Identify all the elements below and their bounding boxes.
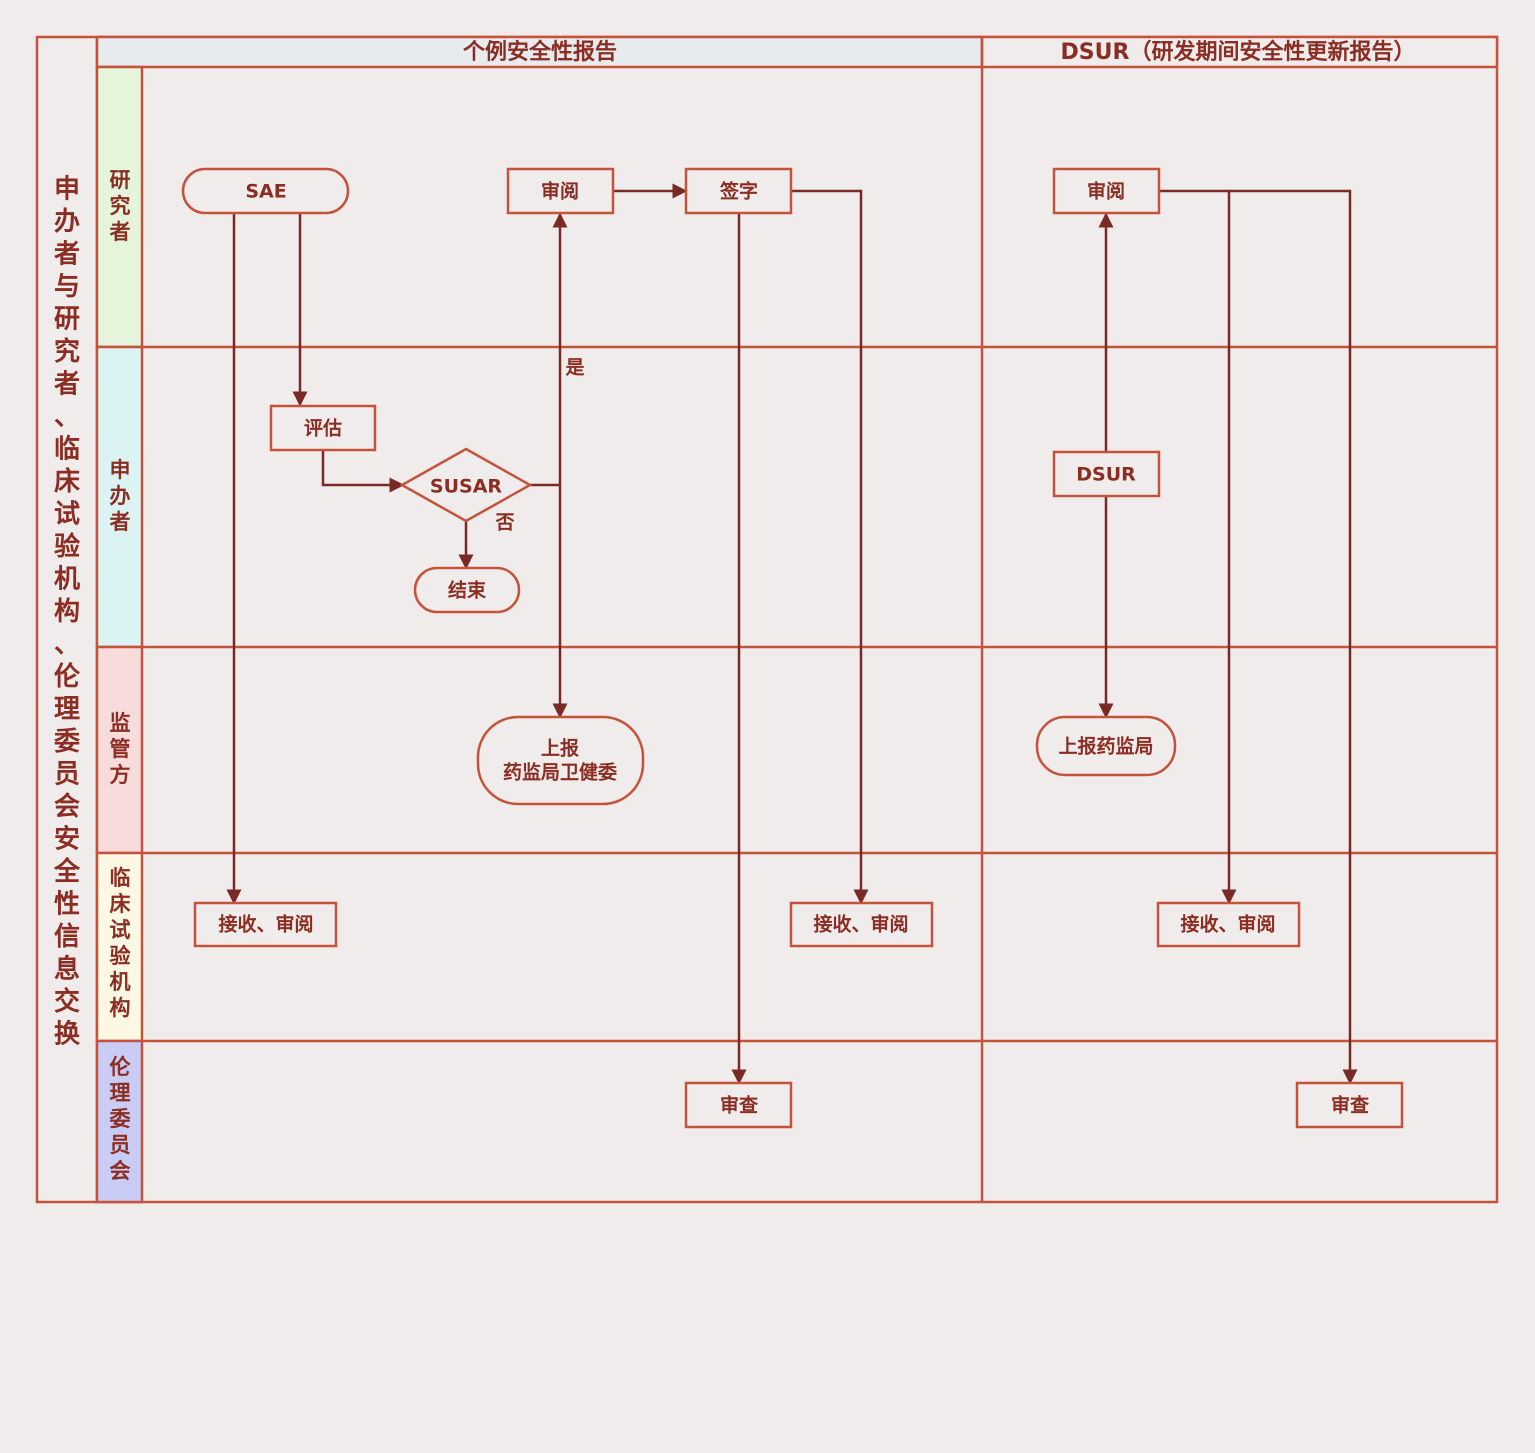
node-susar-decision: SUSAR	[399, 447, 533, 523]
svg-text:SAE: SAE	[245, 181, 286, 203]
lane-label-institution	[95, 851, 144, 1043]
diagram-title: 申办者与研究者、临床试验机构、伦理委员会安全性信息交换	[53, 174, 81, 1049]
svg-text:评估: 评估	[304, 417, 342, 440]
flow-review-to-audit	[1229, 189, 1358, 1085]
node-receive-2: 接收、审阅	[789, 901, 934, 948]
svg-text:药监局卫健委: 药监局卫健委	[503, 761, 617, 784]
lane-label-ethics	[95, 1039, 144, 1204]
node-audit-2: 审查	[1295, 1081, 1404, 1129]
flow-review-to-receive	[1159, 189, 1237, 905]
edge-label-no: 否	[494, 512, 514, 534]
node-report-authorities: 上报 药监局卫健委	[476, 715, 645, 806]
svg-text:审阅: 审阅	[541, 180, 579, 203]
lane-investigator-label: 研究者	[110, 168, 131, 244]
column-header-bar	[95, 35, 984, 69]
flow-assess-to-susar	[321, 450, 405, 493]
svg-text:DSUR: DSUR	[1076, 464, 1136, 486]
node-sae: SAE	[181, 167, 350, 215]
lane-regulator-label: 监管方	[110, 711, 131, 787]
column-header-right: DSUR（研发期间安全性更新报告）	[1061, 39, 1416, 65]
node-receive-1: 接收、审阅	[193, 901, 338, 948]
node-audit-1: 审查	[684, 1081, 793, 1129]
svg-text:SUSAR: SUSAR	[430, 476, 503, 498]
node-dsur: DSUR	[1052, 450, 1161, 498]
lane-label-investigator	[95, 65, 144, 349]
svg-text:接收、审阅: 接收、审阅	[813, 913, 908, 936]
svg-text:审查: 审查	[720, 1094, 759, 1117]
node-sign: 签字	[684, 167, 793, 215]
svg-text:审查: 审查	[1331, 1094, 1370, 1117]
svg-text:签字: 签字	[719, 180, 758, 203]
node-review-dsur: 审阅	[1052, 167, 1161, 215]
lane-institution-label: 临床试验机构	[110, 866, 131, 1020]
column-header-left: 个例安全性报告	[463, 39, 617, 65]
svg-text:审阅: 审阅	[1087, 180, 1125, 203]
node-assess: 评估	[269, 404, 377, 452]
lane-sponsor-label: 申办者	[110, 458, 131, 534]
lane-label-sponsor	[95, 345, 144, 649]
flow-sign-to-receive	[791, 189, 869, 905]
svg-text:上报药监局: 上报药监局	[1058, 735, 1153, 758]
node-report-nmpa: 上报药监局	[1035, 715, 1177, 777]
node-receive-3: 接收、审阅	[1156, 901, 1301, 948]
node-end: 结束	[413, 566, 521, 614]
svg-text:结束: 结束	[448, 579, 487, 602]
lane-label-regulator	[95, 645, 144, 855]
svg-text:接收、审阅: 接收、审阅	[218, 913, 313, 936]
lane-ethics-label: 伦理委员会	[109, 1055, 132, 1183]
svg-text:接收、审阅: 接收、审阅	[1180, 913, 1275, 936]
edge-label-yes: 是	[565, 357, 584, 379]
node-review: 审阅	[506, 167, 615, 215]
svg-text:上报: 上报	[541, 737, 579, 760]
